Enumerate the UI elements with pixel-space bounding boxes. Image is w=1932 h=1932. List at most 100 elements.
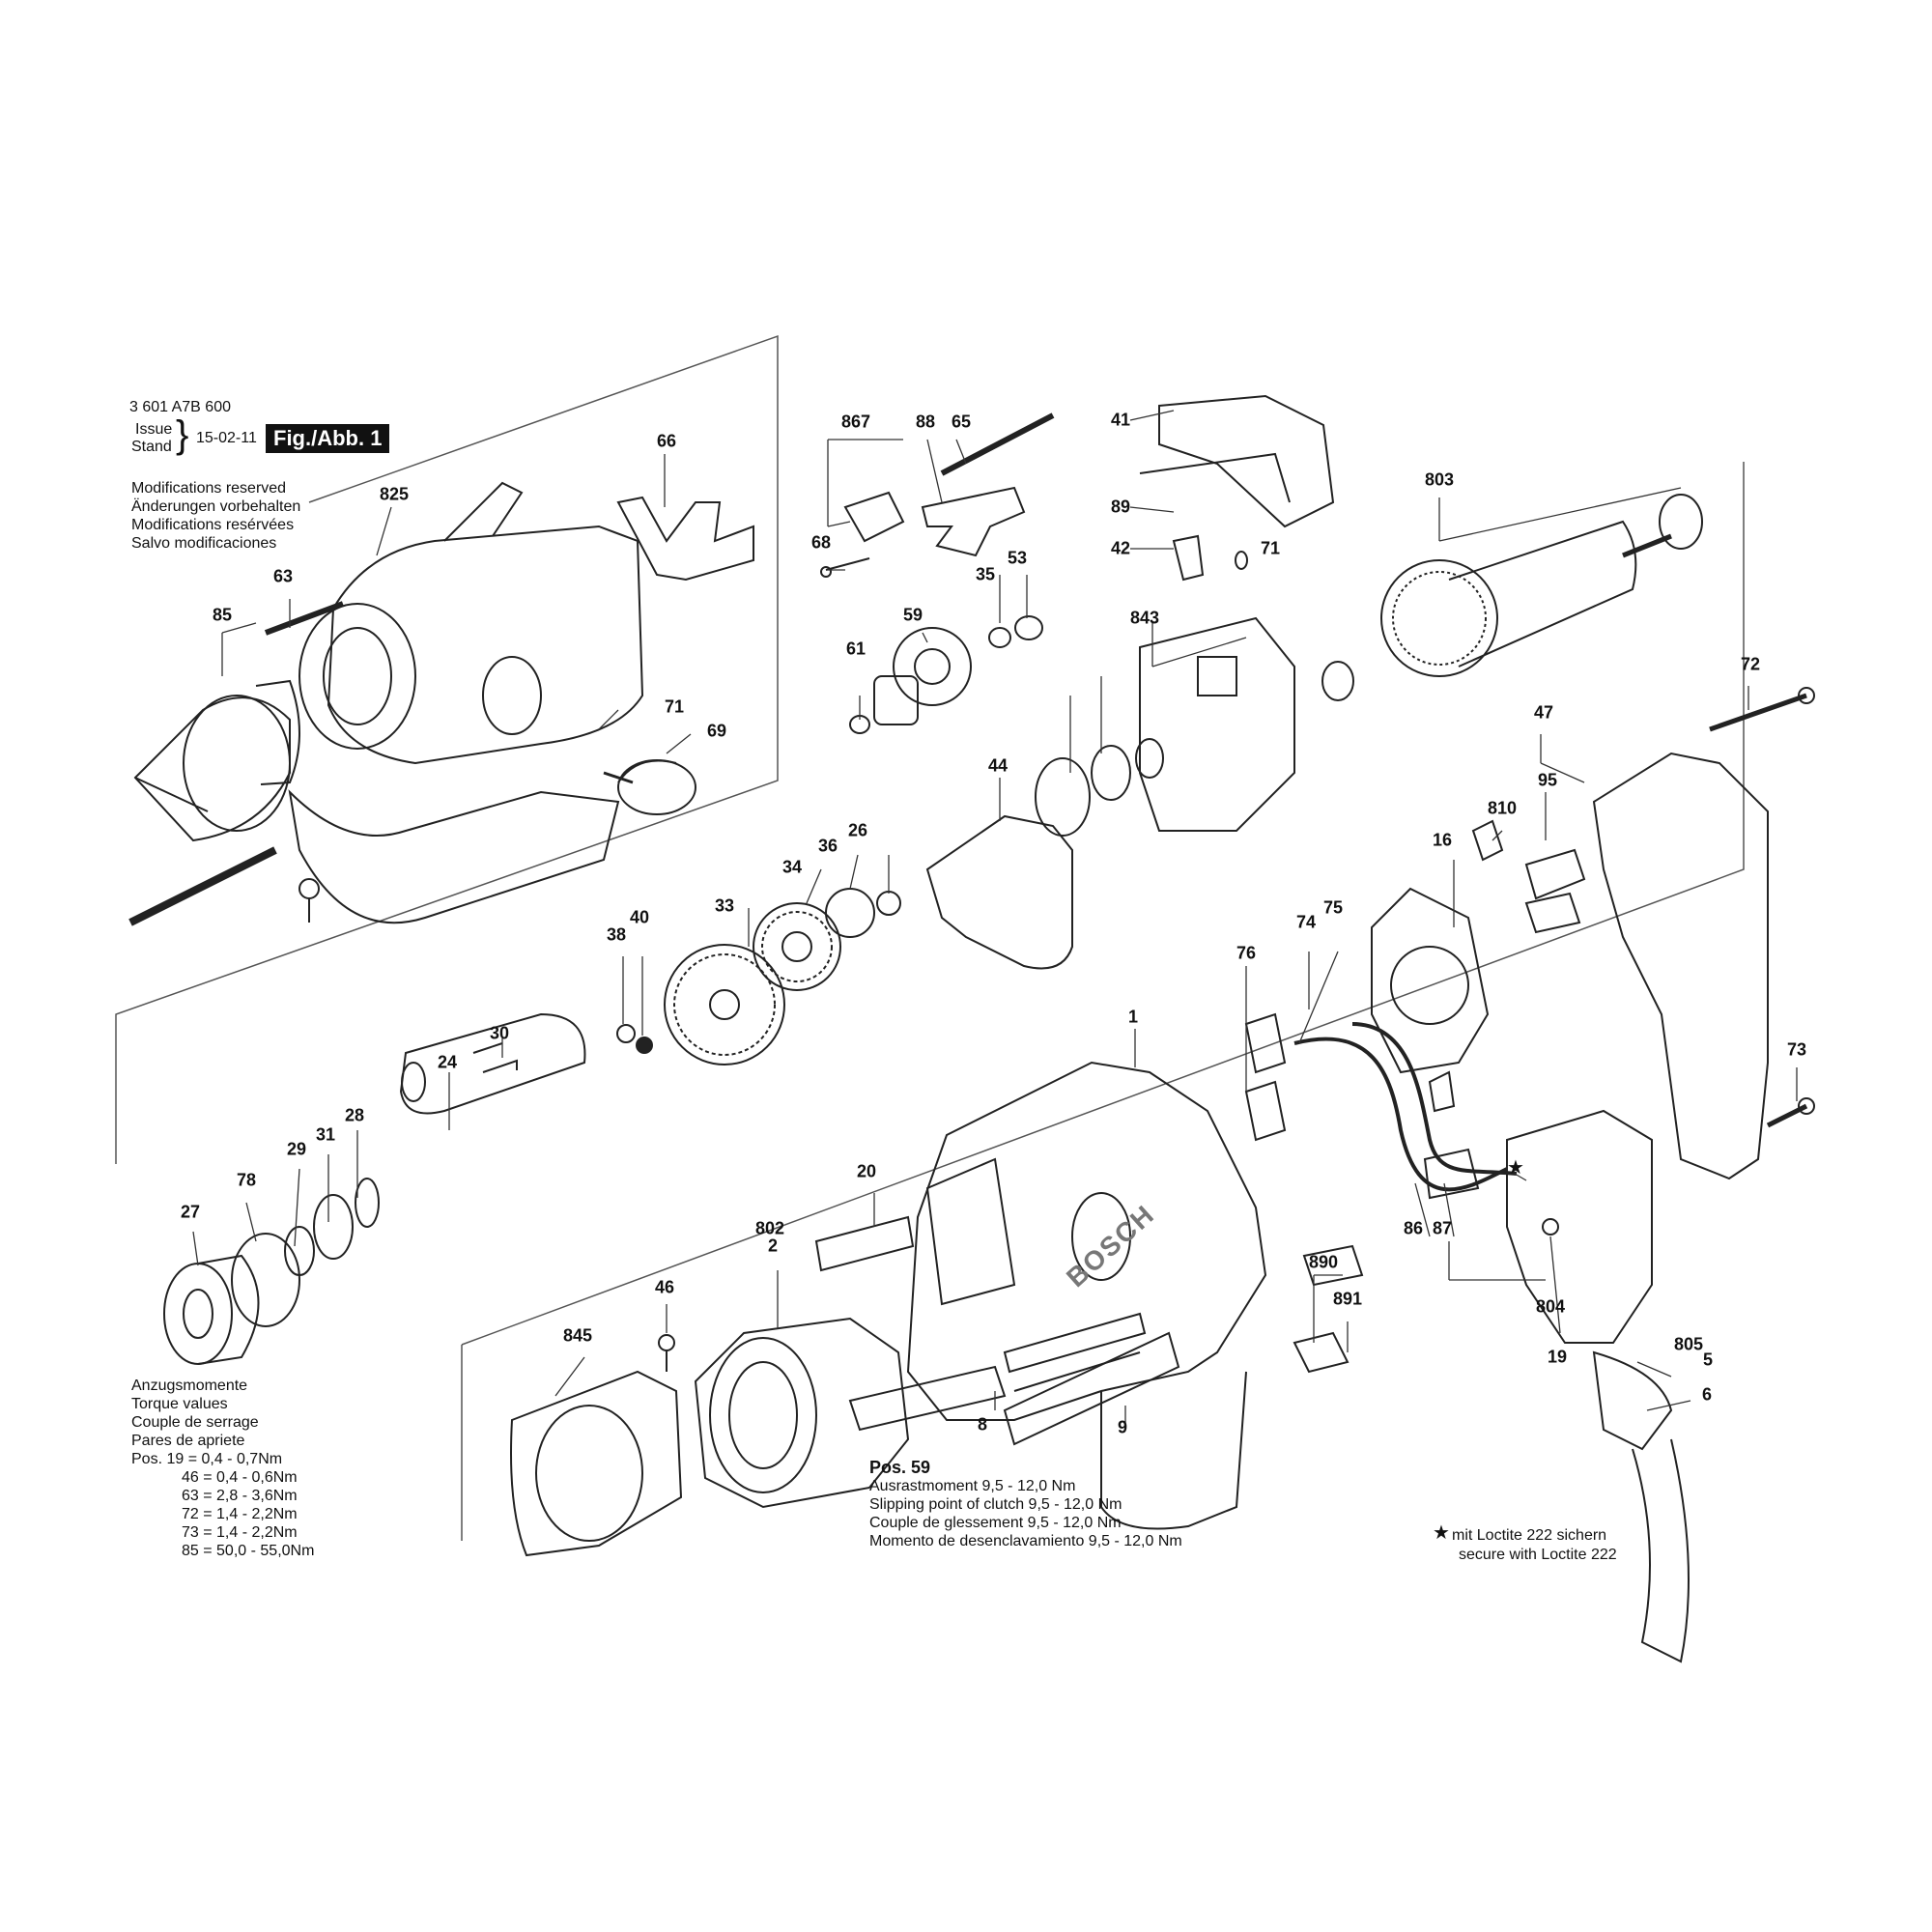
- part-label: 78: [236, 1170, 257, 1190]
- main-housing-drawing: [906, 1061, 1267, 1530]
- part-label: 76: [1236, 943, 1257, 963]
- part-label: 71: [664, 696, 685, 717]
- issue-label: Issue: [135, 421, 173, 438]
- part-label: 825: [379, 484, 410, 504]
- modifications-line: Salvo modificaciones: [131, 535, 277, 552]
- part-label: 46: [654, 1277, 675, 1297]
- part-label: 61: [845, 639, 867, 659]
- part-label: 88: [915, 412, 936, 432]
- part-label: 9: [1117, 1417, 1128, 1437]
- part-label: 19: [1547, 1347, 1568, 1367]
- part-label: 69: [706, 721, 727, 741]
- modifications-block: Modifications reserved Änderungen vorbeh…: [131, 479, 300, 553]
- part-label: 40: [629, 907, 650, 927]
- leader-lines: [192, 410, 1798, 1425]
- part-label: 2: [767, 1236, 779, 1256]
- torque-row: 85 = 50,0 - 55,0Nm: [182, 1543, 315, 1559]
- part-label: 8: [977, 1414, 988, 1435]
- part-label: 68: [810, 532, 832, 553]
- stand-label: Stand: [131, 439, 172, 455]
- part-label: 42: [1110, 538, 1131, 558]
- figure-badge: Fig./Abb. 1: [266, 424, 390, 453]
- part-label: 63: [272, 566, 294, 586]
- loctite-line: secure with Loctite 222: [1459, 1547, 1617, 1563]
- part-label: 803: [1424, 469, 1455, 490]
- modifications-line: Änderungen vorbehalten: [131, 498, 301, 515]
- part-label: 31: [315, 1124, 336, 1145]
- torque-heading: Pares de apriete: [131, 1433, 245, 1449]
- part-label: 27: [180, 1202, 201, 1222]
- brace-glyph: }: [176, 413, 189, 456]
- part-label: 5: [1702, 1350, 1714, 1370]
- handle-switch-drawing: [1244, 687, 1815, 1663]
- part-label: 802: [754, 1218, 785, 1238]
- part-label: 72: [1740, 654, 1761, 674]
- torque-heading: Torque values: [131, 1396, 228, 1412]
- part-label: 890: [1308, 1252, 1339, 1272]
- part-label: 16: [1432, 830, 1453, 850]
- part-label: 845: [562, 1325, 593, 1346]
- gear-train-drawing: [399, 888, 901, 1115]
- torque-row: 72 = 1,4 - 2,2Nm: [182, 1506, 298, 1522]
- torque-heading: Anzugsmomente: [131, 1378, 248, 1394]
- torque-row: 46 = 0,4 - 0,6Nm: [182, 1469, 298, 1486]
- part-label: 53: [1007, 548, 1028, 568]
- part-label: 86: [1403, 1218, 1424, 1238]
- pos59-line: Momento de desenclavamiento 9,5 - 12,0 N…: [869, 1533, 1182, 1549]
- part-label: 36: [817, 836, 838, 856]
- part-label: 44: [987, 755, 1009, 776]
- loctite-line: mit Loctite 222 sichern: [1452, 1527, 1607, 1544]
- part-label: 89: [1110, 497, 1131, 517]
- part-label: 867: [840, 412, 871, 432]
- star-icon: ★: [1507, 1157, 1524, 1179]
- part-label: 6: [1701, 1384, 1713, 1405]
- pos59-note: Pos. 59 Ausrastmoment 9,5 - 12,0 Nm Slip…: [869, 1459, 1182, 1550]
- part-label: 75: [1322, 897, 1344, 918]
- part-label: 73: [1786, 1039, 1807, 1060]
- part-label: 804: [1535, 1296, 1566, 1317]
- part-label: 65: [951, 412, 972, 432]
- pos59-line: Slipping point of clutch 9,5 - 12,0 Nm: [869, 1496, 1122, 1513]
- part-label: 87: [1432, 1218, 1453, 1238]
- part-label: 26: [847, 820, 868, 840]
- part-label: 33: [714, 895, 735, 916]
- part-label: 30: [489, 1023, 510, 1043]
- part-label: 29: [286, 1139, 307, 1159]
- motor-stator-drawing: [510, 1215, 1180, 1557]
- part-label: 47: [1533, 702, 1554, 723]
- part-label: 810: [1487, 798, 1518, 818]
- part-label: 843: [1129, 608, 1160, 628]
- torque-values-block: Anzugsmomente Torque values Couple de se…: [131, 1377, 314, 1560]
- group-frames: [115, 334, 1745, 1541]
- part-label: 74: [1295, 912, 1317, 932]
- part-label: 805: [1673, 1334, 1704, 1354]
- torque-heading: Couple de serrage: [131, 1414, 259, 1431]
- part-label: 24: [437, 1052, 458, 1072]
- part-label: 66: [656, 431, 677, 451]
- part-label: 35: [975, 564, 996, 584]
- part-label: 34: [781, 857, 803, 877]
- issue-date: 15-02-11: [196, 430, 257, 446]
- star-icon: ★: [1433, 1522, 1450, 1544]
- chuck-assembly-drawing: [128, 481, 754, 926]
- document-number: 3 601 A7B 600: [129, 399, 231, 415]
- part-label: 891: [1332, 1289, 1363, 1309]
- pos59-title: Pos. 59: [869, 1458, 931, 1477]
- pos59-line: Couple de glessement 9,5 - 12,0 Nm: [869, 1515, 1122, 1531]
- modifications-line: Modifications reserved: [131, 480, 287, 497]
- torque-row: 63 = 2,8 - 3,6Nm: [182, 1488, 298, 1504]
- part-label: 38: [606, 924, 627, 945]
- part-label: 20: [856, 1161, 877, 1181]
- part-label: 95: [1537, 770, 1558, 790]
- part-label: 41: [1110, 410, 1131, 430]
- part-label: 59: [902, 605, 923, 625]
- part-label: 28: [344, 1105, 365, 1125]
- torque-row: Pos. 19 = 0,4 - 0,7Nm: [131, 1451, 283, 1467]
- modifications-line: Modifications resérvées: [131, 517, 295, 533]
- part-label: 85: [212, 605, 233, 625]
- torque-row: 73 = 1,4 - 2,2Nm: [182, 1524, 298, 1541]
- pos59-line: Ausrastmoment 9,5 - 12,0 Nm: [869, 1478, 1076, 1494]
- motor-armature-drawing: [1035, 394, 1703, 837]
- small-parts-drawing: [820, 412, 1073, 970]
